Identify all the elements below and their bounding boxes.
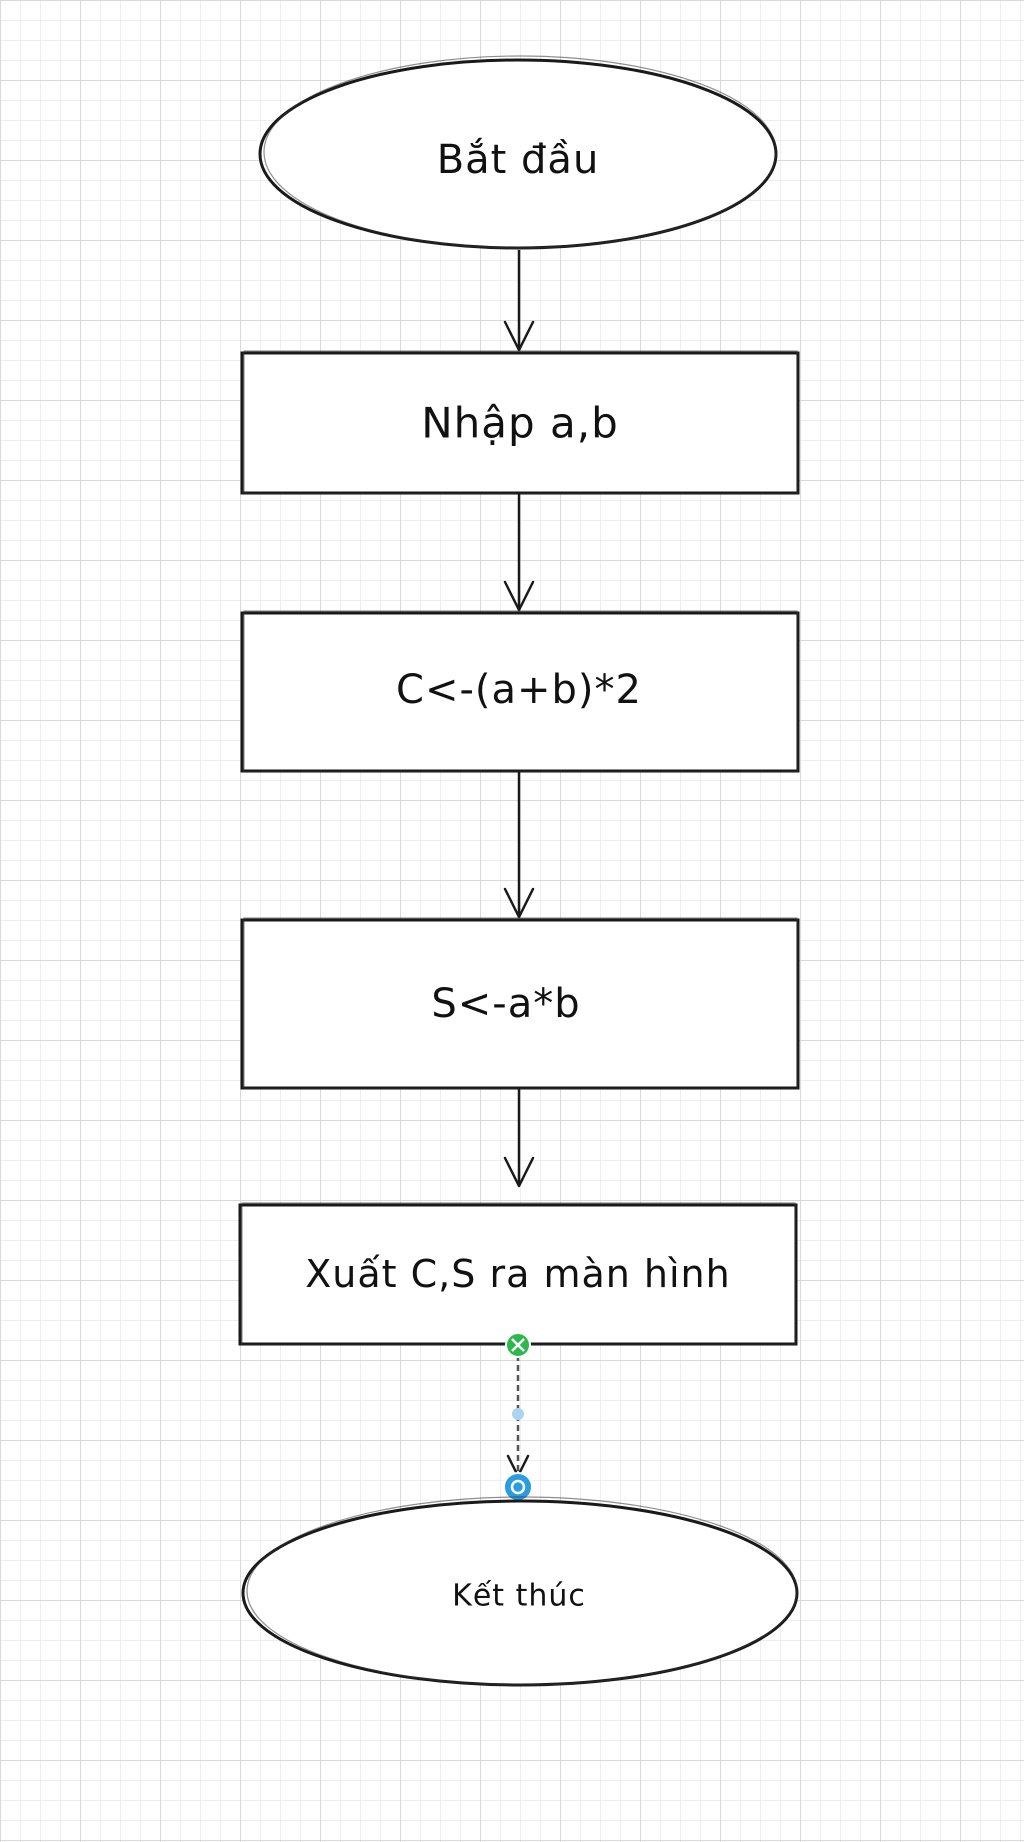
target-ring-icon <box>510 1479 526 1495</box>
node-input-label: Nhập a,b <box>421 399 619 448</box>
edge-start-to-input[interactable] <box>503 250 535 352</box>
node-output-label: Xuất C,S ra màn hình <box>305 1252 730 1296</box>
node-calc-s-label: S<-a*b <box>431 981 580 1027</box>
node-calc-c-label: C<-(a+b)*2 <box>396 667 642 713</box>
node-calc-c[interactable]: C<-(a+b)*2 <box>240 610 800 773</box>
edge-midpoint-handle[interactable] <box>512 1408 524 1420</box>
node-start-label: Bắt đầu <box>437 137 600 183</box>
node-end-label: Kết thúc <box>452 1579 586 1614</box>
edge-calc-s-to-output[interactable] <box>503 1089 535 1188</box>
edge-calc-c-to-calc-s[interactable] <box>503 772 535 919</box>
edge-output-to-end-selected[interactable] <box>503 1332 533 1502</box>
node-end[interactable]: Kết thúc <box>241 1496 799 1687</box>
edge-input-to-calc-c[interactable] <box>503 494 535 612</box>
node-calc-s[interactable]: S<-a*b <box>240 917 800 1090</box>
edge-source-handle[interactable] <box>505 1332 531 1358</box>
node-output[interactable]: Xuất C,S ra màn hình <box>238 1202 798 1346</box>
node-input[interactable]: Nhập a,b <box>240 350 800 495</box>
node-start[interactable]: Bắt đầu <box>258 55 778 250</box>
close-icon <box>511 1338 525 1352</box>
